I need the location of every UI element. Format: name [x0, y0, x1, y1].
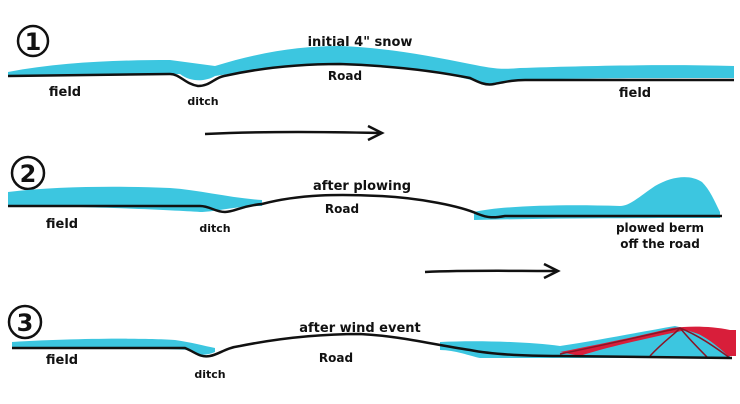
panel-2-number-circle [10, 155, 46, 191]
panel-1: 1 initial 4" snow field ditch Road field [7, 24, 734, 108]
panel-1-field-left: field [49, 85, 81, 100]
panel-3: 3 after wind event field ditch Road [7, 304, 736, 381]
panel-2-ground-line [8, 193, 722, 219]
panel-2-snow-right [474, 177, 720, 220]
panel-1-title: initial 4" snow [308, 35, 413, 50]
panel-3-red-drift [560, 326, 730, 356]
panel-1-number-circle [16, 24, 50, 58]
panel-1-number: 1 [25, 28, 42, 56]
panel-2-title: after plowing [313, 179, 411, 194]
panel-1-ground-line [7, 62, 734, 88]
panel-3-snow-left [12, 338, 215, 355]
panel-2-ditch: ditch [199, 222, 230, 235]
panel-3-number: 3 [17, 309, 34, 337]
arrow-2 [424, 262, 561, 280]
panel-2-berm-line1: plowed berm [616, 221, 704, 235]
panel-3-number-circle [7, 304, 43, 340]
panel-3-title: after wind event [299, 321, 421, 336]
panel-3-ditch: ditch [194, 368, 225, 381]
panel-2-number: 2 [20, 160, 37, 188]
arrow-1 [204, 124, 385, 142]
panel-2-road: Road [325, 202, 359, 216]
panel-1-road: Road [328, 69, 362, 83]
panel-2-snow-left [8, 186, 262, 212]
panel-2-berm-line2: off the road [620, 237, 700, 251]
panel-3-road: Road [319, 351, 353, 365]
panel-2-field-left: field [46, 217, 78, 232]
panel-2: 2 after plowing field ditch Road plowed … [8, 155, 722, 251]
panel-3-red-drift-2 [690, 330, 736, 356]
panel-1-ditch: ditch [187, 95, 218, 108]
panel-1-field-right: field [619, 86, 651, 101]
panel-3-ground-line [12, 332, 733, 360]
panel-3-field-left: field [46, 353, 78, 368]
panel-3-drift-outline [559, 326, 731, 359]
